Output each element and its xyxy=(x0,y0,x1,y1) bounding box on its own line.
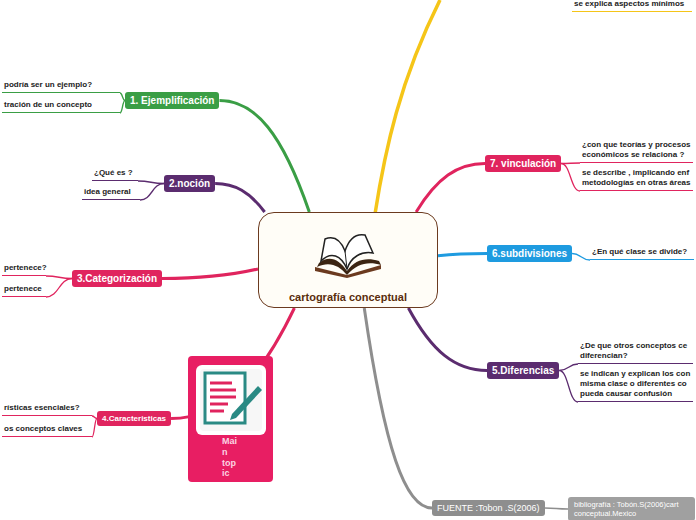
branch-connector xyxy=(408,308,487,371)
subtopic: ¿En qué clase se divide? xyxy=(590,247,694,260)
subtopic: se explica aspectos mínimos xyxy=(572,0,692,12)
node-text: 4.Caracteristicas xyxy=(102,414,166,423)
subtopic: se indican y explican los con misma clas… xyxy=(578,369,693,402)
branch-connector xyxy=(559,364,578,371)
offscreen-branch xyxy=(375,0,440,214)
branch-connector xyxy=(364,308,432,508)
node-text: 7. vinculación xyxy=(490,158,556,169)
node-text: 2.noción xyxy=(169,178,210,189)
node-text: 3.Categorización xyxy=(77,273,157,284)
branch-topic: 6.subdivisiones xyxy=(487,245,572,262)
branch-connector xyxy=(572,254,590,261)
source-box: bibliografía : Tobón.S(2006)cart concept… xyxy=(568,497,695,520)
node-text: ¿De que otros conceptos ce diferencian? xyxy=(580,341,691,361)
node-text: tración de un concepto xyxy=(4,100,118,110)
node-text: se describe , implicando enf metodología… xyxy=(582,168,691,188)
branch-connector xyxy=(138,181,164,184)
branch-connector xyxy=(46,279,72,298)
subtopic: pertenece xyxy=(2,284,46,297)
node-text: 6.subdivisiones xyxy=(492,248,567,259)
branch-connector xyxy=(545,508,568,509)
branch-connector xyxy=(46,276,72,279)
subtopic: se describe , implicando enf metodología… xyxy=(580,168,693,191)
branch-connector xyxy=(215,184,265,213)
subtopic: podría ser un ejemplo? xyxy=(2,80,120,93)
node-text: ¿Qué es ? xyxy=(94,168,136,178)
subtopic: idea general xyxy=(82,187,140,200)
node-text: Mai n top ic xyxy=(222,436,242,479)
node-text: FUENTE :Tobon .S(2006) xyxy=(437,503,540,513)
node-text: ¿con que teorías y procesos económicos s… xyxy=(582,140,691,160)
branch-connector xyxy=(561,164,580,192)
branch-topic: 1. Ejemplificación xyxy=(125,92,219,109)
main-topic-card: Mai n top ic xyxy=(188,356,273,482)
branch-connector xyxy=(416,164,485,213)
subtopic: tración de un concepto xyxy=(2,100,120,113)
branch-connector xyxy=(140,184,164,201)
branch-connector xyxy=(559,371,578,403)
node-text: podría ser un ejemplo? xyxy=(4,80,118,90)
branch-connector xyxy=(219,101,309,213)
subtopic: ¿con que teorías y procesos económicos s… xyxy=(580,140,693,163)
branch-topic: 7. vinculación xyxy=(485,155,561,172)
branch-topic: 5.Diferencias xyxy=(487,362,559,379)
subtopic: ¿De que otros conceptos ce diferencian? xyxy=(578,341,693,364)
branch-connector xyxy=(162,269,258,279)
branch-topic: 4.Caracteristicas xyxy=(97,411,171,426)
book-icon xyxy=(311,231,385,279)
node-text: se indican y explican los con misma clas… xyxy=(580,369,691,399)
branch-topic: 2.noción xyxy=(164,175,215,192)
node-text: pertenece? xyxy=(4,263,44,273)
node-text: pertenece xyxy=(4,284,44,294)
subtopic: rísticas esenciales? xyxy=(2,403,92,416)
node-text: rísticas esenciales? xyxy=(4,403,90,413)
subtopic: os conceptos claves xyxy=(2,424,92,437)
node-text: ¿En qué clase se divide? xyxy=(592,247,692,257)
branch-topic: 3.Categorización xyxy=(72,270,162,287)
node-text: 5.Diferencias xyxy=(492,365,554,376)
branch-topic: FUENTE :Tobon .S(2006) xyxy=(432,500,545,516)
node-text: bibliografía : Tobón.S(2006)cart concept… xyxy=(574,500,689,518)
branch-connector xyxy=(438,254,487,256)
central-topic: cartografía conceptual xyxy=(258,212,438,308)
node-text: se explica aspectos mínimos xyxy=(574,0,690,9)
subtopic: ¿Qué es ? xyxy=(92,168,138,181)
node-text: os conceptos claves xyxy=(4,424,90,434)
node-text: cartografía conceptual xyxy=(259,291,437,303)
subtopic: pertenece? xyxy=(2,263,46,276)
node-text: idea general xyxy=(84,187,138,197)
node-text: 1. Ejemplificación xyxy=(130,95,214,106)
